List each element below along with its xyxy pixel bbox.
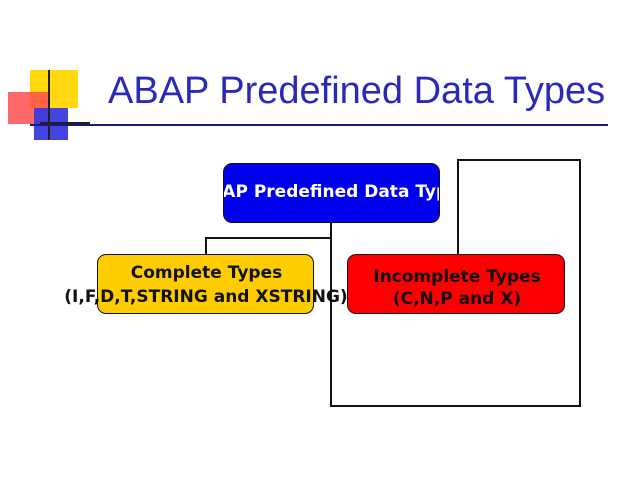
- complete-types-box: Complete Types (I,F,D,T,STRING and XSTRI…: [64, 254, 348, 314]
- complete-types-list: (I,F,D,T,STRING and XSTRING): [64, 287, 348, 307]
- logo-horizontal-line: [40, 122, 90, 124]
- connector-root-incomplete: [330, 159, 581, 407]
- complete-types-label: Complete Types: [130, 263, 283, 283]
- connector-root-complete: [205, 223, 332, 254]
- root-node-label: ABAP Predefined Data Types: [223, 182, 439, 202]
- slide-title: ABAP Predefined Data Types: [108, 70, 606, 112]
- incomplete-types-list: (C,N,P and X): [392, 289, 522, 309]
- incomplete-types-box: Incomplete Types (C,N,P and X): [347, 254, 565, 314]
- incomplete-types-label: Incomplete Types: [373, 267, 541, 287]
- title-rule: [30, 124, 608, 126]
- root-node-box: ABAP Predefined Data Types: [223, 163, 440, 223]
- logo-vertical-line: [48, 70, 50, 140]
